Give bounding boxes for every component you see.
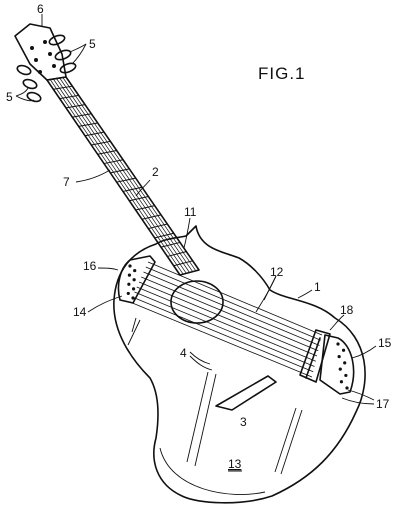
string xyxy=(53,78,187,274)
label-13: 13 xyxy=(228,457,242,471)
pole-dot xyxy=(336,342,340,346)
pole-dot xyxy=(339,380,344,384)
label-16: 16 xyxy=(83,259,97,273)
pole-dot xyxy=(337,354,341,359)
bridge xyxy=(299,329,331,383)
label-6: 6 xyxy=(37,2,44,16)
tuning-pegs xyxy=(16,34,77,103)
body-string xyxy=(129,301,313,378)
pole-dot xyxy=(131,287,136,291)
sound-hole xyxy=(170,280,224,324)
body-string xyxy=(145,266,321,341)
string xyxy=(56,78,190,273)
body-string xyxy=(141,276,319,352)
pole-dot xyxy=(126,291,130,296)
bridge-saddle xyxy=(305,337,321,379)
tailpiece xyxy=(215,375,277,411)
right-pickup-poles xyxy=(336,342,349,390)
label-5-top: 5 xyxy=(89,37,96,51)
label-17: 17 xyxy=(376,397,390,411)
body-string xyxy=(132,296,314,373)
body-string xyxy=(134,291,315,367)
string xyxy=(49,79,184,275)
label-3: 3 xyxy=(240,415,247,429)
left-pickup-poles xyxy=(126,264,137,300)
label-7: 7 xyxy=(63,175,70,189)
string xyxy=(59,77,193,272)
label-2: 2 xyxy=(152,165,159,179)
label-11: 11 xyxy=(184,205,197,219)
pole-dot xyxy=(344,373,348,378)
pole-dot xyxy=(133,268,137,273)
body-strings xyxy=(129,261,323,378)
pole-dot xyxy=(338,367,342,371)
pole-dot xyxy=(345,386,349,390)
body-string xyxy=(138,281,318,357)
label-15: 15 xyxy=(378,336,392,350)
right-pickup-plate xyxy=(319,334,355,395)
label-14: 14 xyxy=(73,305,87,319)
reflection-marks xyxy=(127,317,303,475)
body-string xyxy=(147,261,323,336)
left-pickup-plate xyxy=(117,255,156,304)
figure-title: FIG.1 xyxy=(258,64,306,83)
pole-dot xyxy=(341,348,346,352)
neck-strings xyxy=(49,77,197,275)
tuner-posts xyxy=(30,40,56,74)
pole-dot xyxy=(127,273,132,277)
leader-lines xyxy=(15,14,377,405)
body-string xyxy=(136,286,316,362)
reference-numerals: 6 5 5 7 2 11 12 1 16 14 18 15 17 4 3 13 xyxy=(6,2,392,472)
label-18: 18 xyxy=(340,303,354,317)
pole-dot xyxy=(132,278,136,282)
label-12: 12 xyxy=(270,265,284,279)
pole-dot xyxy=(343,361,347,365)
pole-dot xyxy=(131,296,135,300)
pole-dot xyxy=(128,264,132,268)
string xyxy=(62,77,197,272)
body-binding-line xyxy=(159,447,266,495)
label-1: 1 xyxy=(314,280,321,294)
guitar-body-outline xyxy=(113,225,366,504)
body-string xyxy=(143,271,320,346)
pole-dot xyxy=(127,282,131,286)
label-4: 4 xyxy=(180,346,187,360)
label-5-left: 5 xyxy=(6,90,13,104)
